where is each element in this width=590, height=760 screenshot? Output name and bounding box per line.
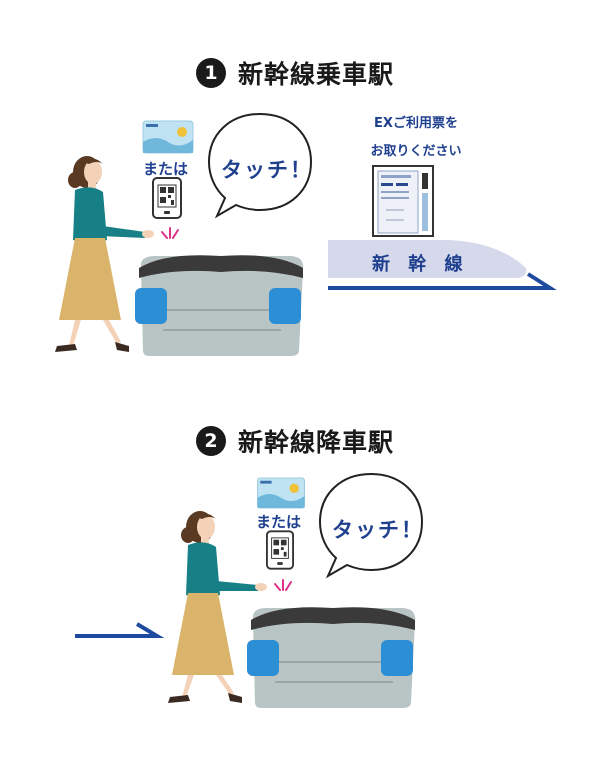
ex-ticket-notice: EXご利用票を お取りください [356, 110, 476, 166]
woman-figure-1 [55, 156, 154, 352]
step-1-heading: 1 新幹線乗車駅 [0, 55, 590, 91]
step-1-title: 新幹線乗車駅 [237, 60, 394, 89]
notice-line-1: EXご利用票を [374, 116, 458, 131]
ticket-gate-1 [135, 255, 304, 356]
ic-card-icon-2 [257, 477, 305, 509]
or-label-2: または [256, 513, 302, 531]
shinkansen-band [328, 240, 527, 278]
ic-card-icon [142, 120, 194, 154]
step-2-badge: 2 [195, 426, 226, 456]
speech-text-1: タッチ！ [221, 158, 313, 182]
ticket-gate-2 [247, 607, 416, 708]
woman-figure-2 [168, 511, 267, 703]
notice-line-2: お取りください [370, 144, 462, 159]
direction-arrow-2 [75, 622, 165, 638]
direction-arrow-1 [328, 272, 557, 290]
speech-text-2: タッチ！ [332, 518, 424, 542]
speech-bubble-2 [318, 472, 424, 579]
step-2-title: 新幹線降車駅 [237, 428, 394, 457]
touch-spark-icon-1 [161, 227, 179, 239]
step-1-badge: 1 [195, 58, 226, 88]
touch-spark-icon-2 [274, 579, 292, 591]
step-2-heading: 2 新幹線降車駅 [0, 423, 590, 459]
ex-usage-slip-icon [372, 165, 434, 237]
smartphone-qr-icon-2 [266, 530, 294, 570]
speech-bubble-1 [207, 112, 313, 219]
or-label-1: または [143, 160, 189, 178]
shinkansen-label: 新 幹 線 [372, 254, 469, 275]
smartphone-qr-icon [152, 177, 182, 219]
